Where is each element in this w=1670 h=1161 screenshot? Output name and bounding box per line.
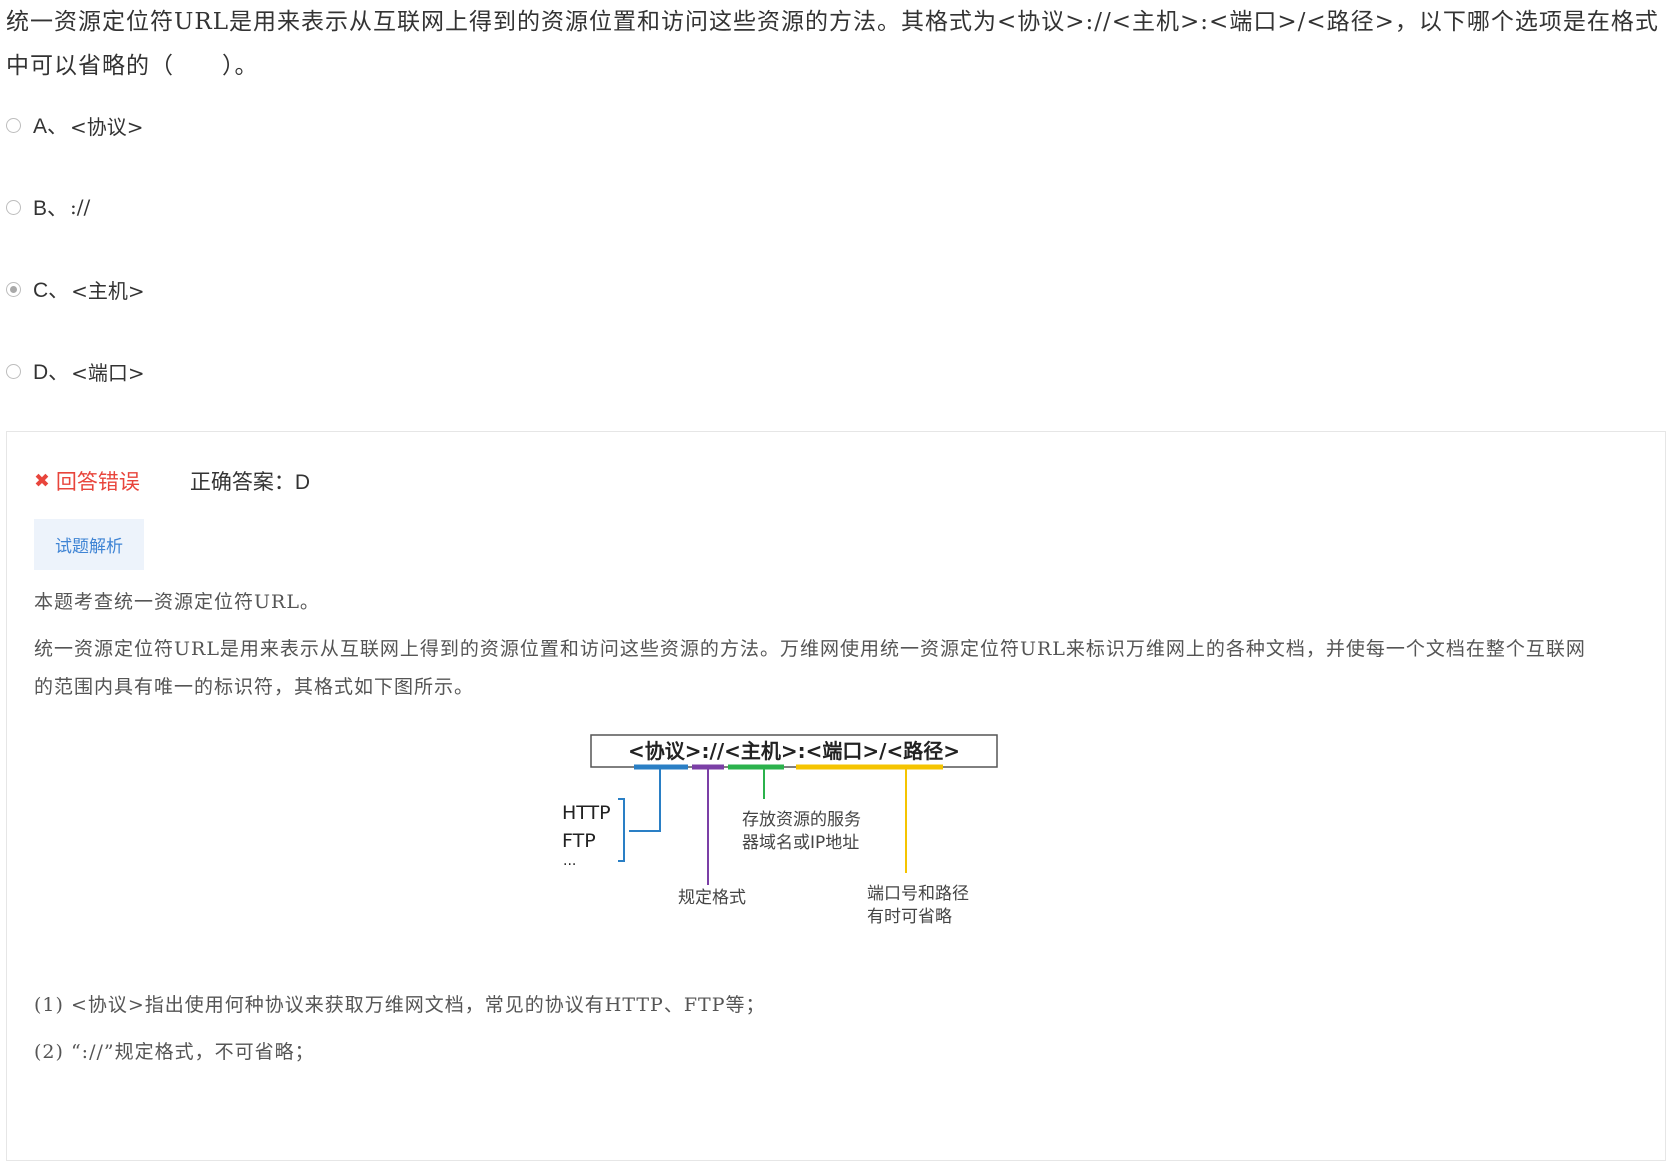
option-b-letter: B、 — [33, 197, 69, 220]
option-a[interactable]: A、 <协议> — [6, 110, 144, 140]
format-box — [590, 734, 998, 768]
option-a-text: <协议> — [70, 114, 144, 139]
format-text: <协议>://<主机>:<端口>/<路径> — [628, 739, 960, 763]
radio-option-d[interactable] — [6, 363, 21, 379]
option-d-letter: D、 — [33, 361, 70, 384]
option-c-letter: C、 — [33, 279, 70, 302]
protocol-more: ... — [563, 853, 576, 869]
result-row: ✖ 回答错误 正确答案：D — [34, 466, 310, 496]
analysis-paragraph-4: (2) “://”规定格式，不可省略； — [34, 1041, 315, 1063]
option-b-text: :// — [70, 195, 91, 219]
connector-protocol — [629, 769, 661, 832]
radio-option-a[interactable] — [6, 117, 21, 133]
protocol-ftp: FTP — [562, 830, 596, 852]
bracket-protocols — [618, 798, 625, 862]
radio-option-c[interactable] — [6, 281, 21, 297]
analysis-paragraph-1: 本题考查统一资源定位符URL。 — [34, 591, 320, 613]
option-a-letter: A、 — [33, 115, 69, 138]
label-port-line1: 端口号和路径 — [867, 884, 969, 904]
label-host-line2: 器域名或IP地址 — [742, 833, 859, 853]
label-format: 规定格式 — [678, 888, 746, 908]
analysis-paragraph-2: 统一资源定位符URL是用来表示从互联网上得到的资源位置和访问这些资源的方法。万维… — [34, 638, 1586, 698]
option-c[interactable]: C、 <主机> — [6, 274, 145, 304]
option-b[interactable]: B、 :// — [6, 192, 90, 222]
protocol-http: HTTP — [562, 802, 611, 824]
radio-option-b[interactable] — [6, 199, 21, 215]
correct-answer-label: 正确答案：D — [189, 471, 311, 494]
tab-analysis[interactable]: 试题解析 — [34, 519, 144, 570]
label-port-line2: 有时可省略 — [867, 907, 952, 927]
close-icon: ✖ — [34, 470, 50, 492]
analysis-paragraph-3: (1) <协议>指出使用何种协议来获取万维网文档，常见的协议有HTTP、FTP等… — [34, 994, 766, 1016]
question-text: 统一资源定位符URL是用来表示从互联网上得到的资源位置和访问这些资源的方法。其格… — [6, 9, 1659, 79]
label-host-line1: 存放资源的服务 — [742, 810, 861, 830]
option-d-text: <端口> — [71, 360, 145, 385]
option-c-text: <主机> — [71, 278, 145, 303]
url-format-diagram: <协议>://<主机>:<端口>/<路径> HTTP FTP ... 规定格式 … — [562, 734, 998, 927]
wrong-answer-label: 回答错误 — [55, 471, 140, 494]
answer-panel: ✖ 回答错误 正确答案：D 试题解析 本题考查统一资源定位符URL。 统一资源定… — [6, 431, 1666, 1161]
option-d[interactable]: D、 <端口> — [6, 356, 145, 386]
